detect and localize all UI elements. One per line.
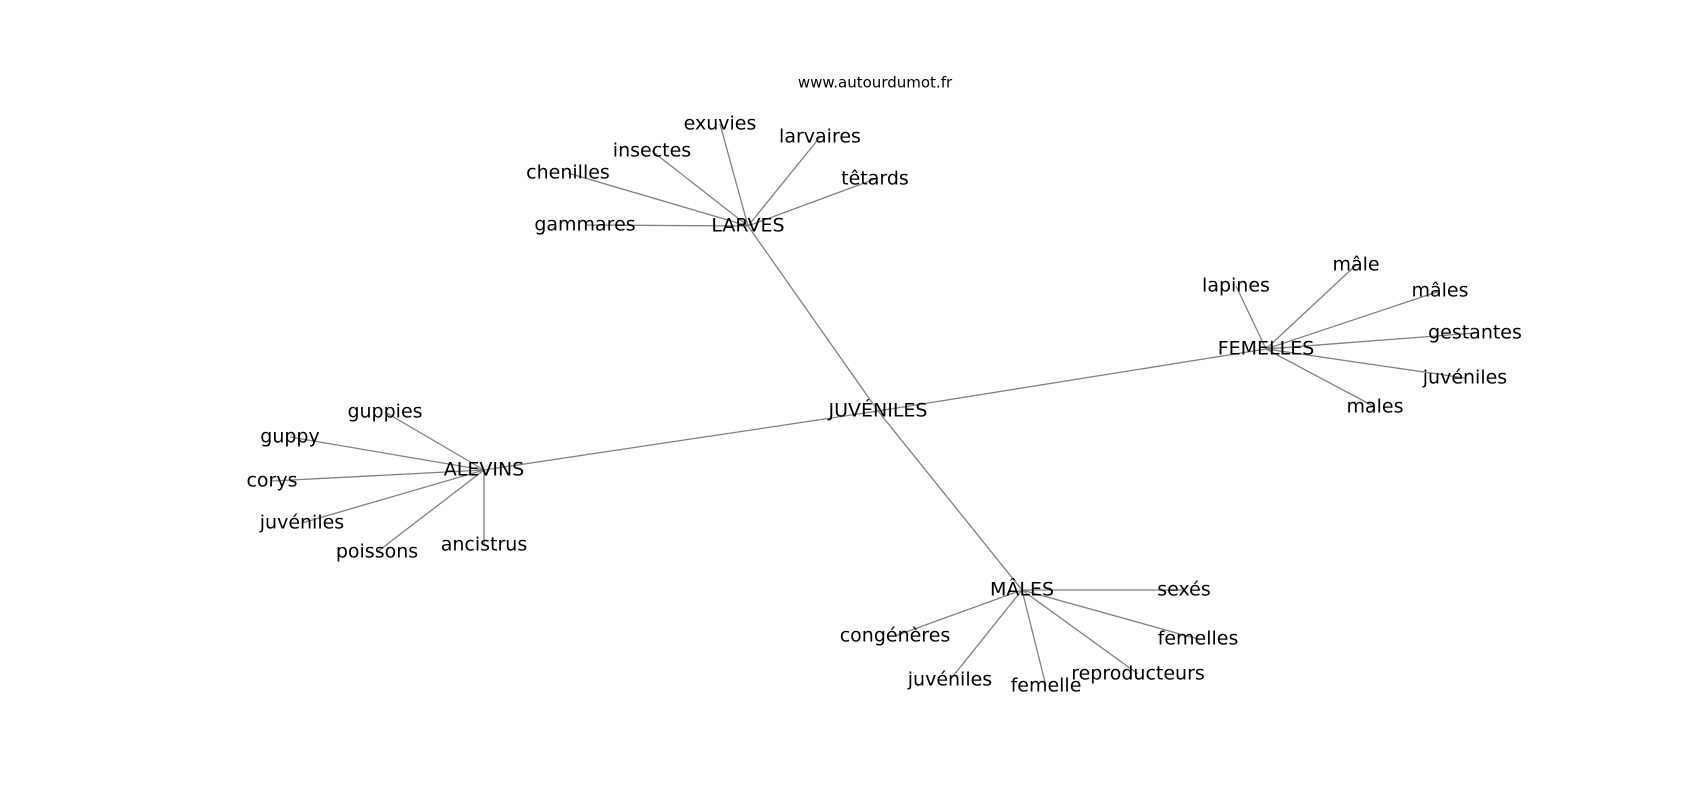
edge-larves-leaf: [567, 172, 749, 227]
leaf-node-larves: insectes: [613, 140, 691, 162]
edge-larves-leaf: [584, 224, 749, 227]
leaf-node-larves: gammares: [534, 214, 635, 236]
edge-alevins-leaf: [289, 436, 485, 471]
leaf-node-femelles: mâle: [1332, 254, 1379, 276]
edge-larves-leaf: [747, 178, 876, 227]
leaf-node-males: reproducteurs: [1071, 663, 1205, 685]
leaf-node-femelles: gestantes: [1428, 322, 1522, 344]
edge-femelles-leaf: [1265, 332, 1476, 350]
leaf-node-alevins: juvéniles: [259, 512, 344, 534]
edge-center-femelles: [877, 348, 1267, 412]
leaf-node-alevins: corys: [246, 470, 297, 492]
leaf-node-femelles: lapines: [1202, 275, 1270, 297]
source-url: www.autourdumot.fr: [798, 74, 953, 92]
leaf-node-femelles: juvéniles: [1422, 367, 1507, 389]
leaf-node-femelles: mâles: [1411, 280, 1468, 302]
edge-males-leaf: [949, 589, 1023, 681]
leaf-node-larves: larvaires: [779, 126, 861, 148]
leaf-node-males: congénères: [840, 625, 951, 647]
edge-alevins-leaf: [376, 469, 485, 553]
graph-edges: [271, 123, 1476, 687]
edge-femelles-leaf: [1265, 264, 1357, 350]
leaf-node-alevins: guppy: [260, 426, 319, 448]
edge-males-leaf: [894, 589, 1023, 637]
edge-males-leaf: [1021, 589, 1199, 640]
leaf-node-alevins: ancistrus: [441, 534, 528, 556]
hub-node-femelles: FEMELLES: [1218, 338, 1315, 360]
graph-labels: www.autourdumot.fr JUVÉNILES LARVES exuvie…: [246, 74, 1521, 697]
edge-alevins-leaf: [301, 469, 485, 524]
edge-femelles-leaf: [1235, 285, 1267, 350]
edge-larves-leaf: [719, 123, 749, 227]
hub-node-alevins: ALEVINS: [444, 459, 524, 481]
edge-femelles-leaf: [1265, 290, 1441, 350]
edge-alevins-leaf: [384, 411, 485, 471]
leaf-node-alevins: poissons: [336, 541, 418, 563]
edge-center-alevins: [483, 410, 879, 471]
hub-node-larves: LARVES: [711, 215, 784, 237]
leaf-node-femelles: males: [1346, 396, 1403, 418]
leaf-node-larves: têtards: [841, 168, 909, 190]
edge-center-larves: [747, 225, 879, 412]
leaf-node-larves: chenilles: [526, 162, 610, 184]
edge-males-leaf: [1021, 589, 1047, 687]
edge-center-males: [877, 410, 1023, 591]
leaf-node-larves: exuvies: [684, 113, 757, 135]
leaf-node-males: sexés: [1157, 579, 1211, 601]
edge-larves-leaf: [651, 150, 749, 227]
edge-males-leaf: [1021, 589, 1139, 675]
edge-femelles-leaf: [1265, 348, 1466, 379]
center-node: JUVÉNILES: [828, 399, 928, 422]
leaf-node-alevins: guppies: [347, 401, 422, 423]
hub-node-males: MÂLES: [990, 578, 1054, 601]
edge-larves-leaf: [747, 136, 821, 227]
edge-alevins-leaf: [271, 469, 485, 482]
edge-femelles-leaf: [1265, 348, 1376, 408]
leaf-node-males: femelles: [1158, 628, 1239, 650]
leaf-node-males: femelle: [1011, 675, 1082, 697]
leaf-node-males: juvéniles: [907, 669, 992, 691]
